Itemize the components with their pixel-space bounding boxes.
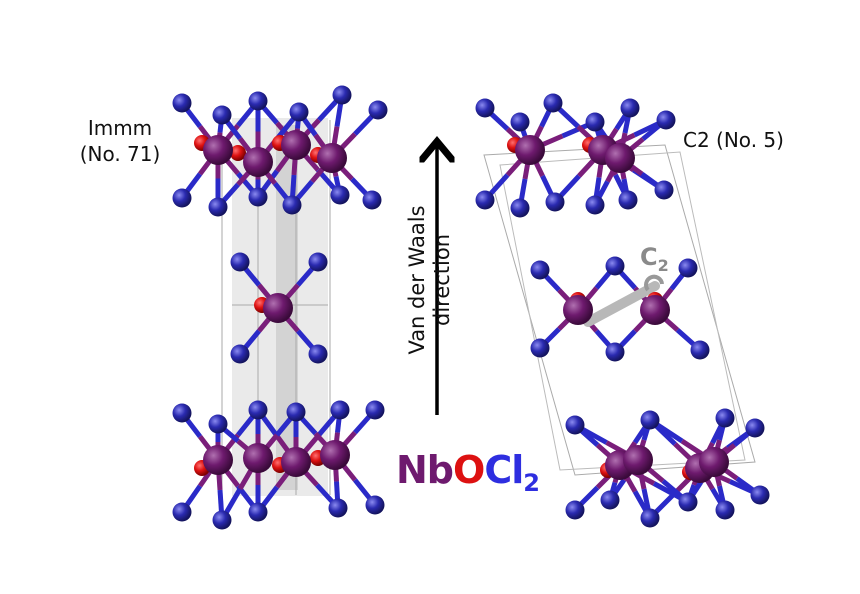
cl-atom xyxy=(715,408,735,428)
cl-atom xyxy=(530,260,550,280)
cl-atom xyxy=(510,112,530,132)
cl-atom xyxy=(510,198,530,218)
c2-rotation-axis xyxy=(583,281,660,327)
cl-atom xyxy=(328,498,348,518)
formula-cl: Cl xyxy=(484,448,524,492)
cl-atom xyxy=(248,502,268,522)
cl-atom xyxy=(678,258,698,278)
cl-atom xyxy=(745,418,765,438)
c2-symbol: C xyxy=(640,243,658,271)
cl-atom xyxy=(230,344,250,364)
nb-atom xyxy=(243,443,273,473)
nb-atom xyxy=(243,147,273,177)
formula-o: O xyxy=(453,448,485,492)
cl-atom xyxy=(585,112,605,132)
cl-atom xyxy=(605,256,625,276)
cl-atom xyxy=(690,340,710,360)
cl-atom xyxy=(640,508,660,528)
cl-atom xyxy=(330,185,350,205)
cl-atom xyxy=(362,190,382,210)
cl-atom xyxy=(565,415,585,435)
cl-atom xyxy=(530,338,550,358)
formula-nb: Nb xyxy=(396,448,454,492)
cl-atom xyxy=(585,195,605,215)
nb-atom xyxy=(699,447,729,477)
cl-atom xyxy=(654,180,674,200)
cl-atom xyxy=(208,414,228,434)
cl-atom xyxy=(282,195,302,215)
cl-atom xyxy=(172,188,192,208)
vdw-line2: direction xyxy=(430,233,454,327)
o-atom xyxy=(230,145,246,161)
nb-atom xyxy=(263,293,293,323)
nb-atom xyxy=(203,135,233,165)
c2-axis-label: C2 xyxy=(640,243,669,275)
cl-atom xyxy=(545,192,565,212)
cl-atom xyxy=(172,403,192,423)
cl-atom xyxy=(248,187,268,207)
vdw-direction-label: Van der Waals direction xyxy=(405,180,455,380)
cl-atom xyxy=(620,98,640,118)
cl-atom xyxy=(208,197,228,217)
nb-atom xyxy=(320,440,350,470)
c2-label: C2 (No. 5) xyxy=(683,128,784,152)
formula-subscript: 2 xyxy=(523,469,540,497)
nb-atom xyxy=(203,445,233,475)
cl-atom xyxy=(678,492,698,512)
cl-atom xyxy=(475,98,495,118)
cl-atom xyxy=(332,85,352,105)
cl-atom xyxy=(475,190,495,210)
cl-atom xyxy=(172,502,192,522)
space-group-number: (No. 71) xyxy=(79,142,161,166)
cl-atom xyxy=(543,93,563,113)
cl-atom xyxy=(750,485,770,505)
cl-atom xyxy=(230,252,250,272)
cl-atom xyxy=(565,500,585,520)
cl-atom xyxy=(308,252,328,272)
cl-atom xyxy=(600,490,620,510)
cl-atom xyxy=(605,342,625,362)
cl-atom xyxy=(365,495,385,515)
cl-atom xyxy=(172,93,192,113)
cl-atom xyxy=(365,400,385,420)
cl-atom xyxy=(330,400,350,420)
nb-atom xyxy=(281,447,311,477)
cl-atom xyxy=(248,91,268,111)
nb-atom xyxy=(605,143,635,173)
cl-atom xyxy=(618,190,638,210)
cl-atom xyxy=(715,500,735,520)
cl-atom xyxy=(308,344,328,364)
cl-atom xyxy=(286,402,306,422)
chemical-formula: NbOCl2 xyxy=(396,448,540,497)
cl-atom xyxy=(640,410,660,430)
cl-atom xyxy=(656,110,676,130)
space-group-name: Immm xyxy=(87,116,153,140)
nb-atom xyxy=(317,143,347,173)
cl-atom xyxy=(212,105,232,125)
c2-subscript: 2 xyxy=(657,255,669,275)
cl-atom xyxy=(368,100,388,120)
nb-atom xyxy=(515,135,545,165)
c2-rotation-arrow xyxy=(644,274,664,292)
nb-atom xyxy=(623,445,653,475)
immm-label: Immm (No. 71) xyxy=(70,115,170,167)
vdw-line1: Van der Waals xyxy=(405,205,429,355)
cl-atom xyxy=(248,400,268,420)
nb-atom xyxy=(281,130,311,160)
cl-atom xyxy=(289,102,309,122)
nb-atom xyxy=(640,295,670,325)
cl-atom xyxy=(212,510,232,530)
nb-atom xyxy=(563,295,593,325)
